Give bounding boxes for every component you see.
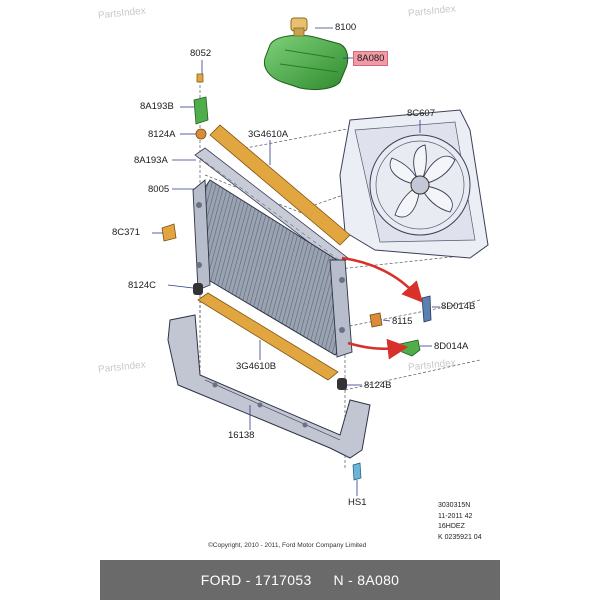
small-parts xyxy=(161,73,432,481)
label-8100[interactable]: 8100 xyxy=(335,22,357,33)
label-8115[interactable]: 8115 xyxy=(392,316,413,327)
label-8124C[interactable]: 8124C xyxy=(128,280,156,291)
radiator xyxy=(192,179,353,358)
part-footer-bar: FORD - 1717053 N - 8A080 xyxy=(100,560,500,600)
label-HS1[interactable]: HS1 xyxy=(348,497,367,508)
flow-arrows xyxy=(341,256,423,360)
copyright-notice: ©Copyright, 2010 - 2011, Ford Motor Comp… xyxy=(208,542,367,549)
code-line-4: K 0235921 04 xyxy=(438,533,482,541)
diagram-codes: 3030315N 11-2011 42 16HDEZ K 0235921 04 xyxy=(438,501,482,543)
label-8124A[interactable]: 8124A xyxy=(148,129,176,140)
label-8D014A[interactable]: 8D014A xyxy=(434,341,469,352)
code-line-2: 11-2011 42 xyxy=(438,512,473,520)
label-8A193A[interactable]: 8A193A xyxy=(134,155,168,166)
footer-reference: N - 8A080 xyxy=(333,572,400,588)
reservoir-cap xyxy=(290,17,308,37)
label-8C371[interactable]: 8C371 xyxy=(112,227,140,238)
leader-lines xyxy=(152,27,440,496)
label-8052[interactable]: 8052 xyxy=(190,48,212,59)
code-line-3: 16HDEZ xyxy=(438,523,465,530)
code-line-1: 3030315N xyxy=(438,502,471,509)
lower-support xyxy=(167,314,371,459)
coolant-reservoir xyxy=(263,34,349,91)
label-8D014B[interactable]: 8D014B xyxy=(441,301,476,312)
label-8A193B[interactable]: 8A193B xyxy=(140,101,174,112)
label-8124B[interactable]: 8124B xyxy=(364,380,392,391)
seal-strip-lower xyxy=(197,292,339,381)
label-3G4610B[interactable]: 3G4610B xyxy=(236,361,277,372)
footer-brand-part: FORD - 1717053 xyxy=(200,572,312,588)
label-8005[interactable]: 8005 xyxy=(148,184,170,195)
fan-shroud xyxy=(339,109,489,259)
label-3G4610A[interactable]: 3G4610A xyxy=(248,129,289,140)
seal-strip-upper xyxy=(209,124,351,246)
label-8C607[interactable]: 8C607 xyxy=(407,108,435,119)
label-16138[interactable]: 16138 xyxy=(228,430,255,441)
label-8A080[interactable]: 8A080 xyxy=(353,51,389,66)
